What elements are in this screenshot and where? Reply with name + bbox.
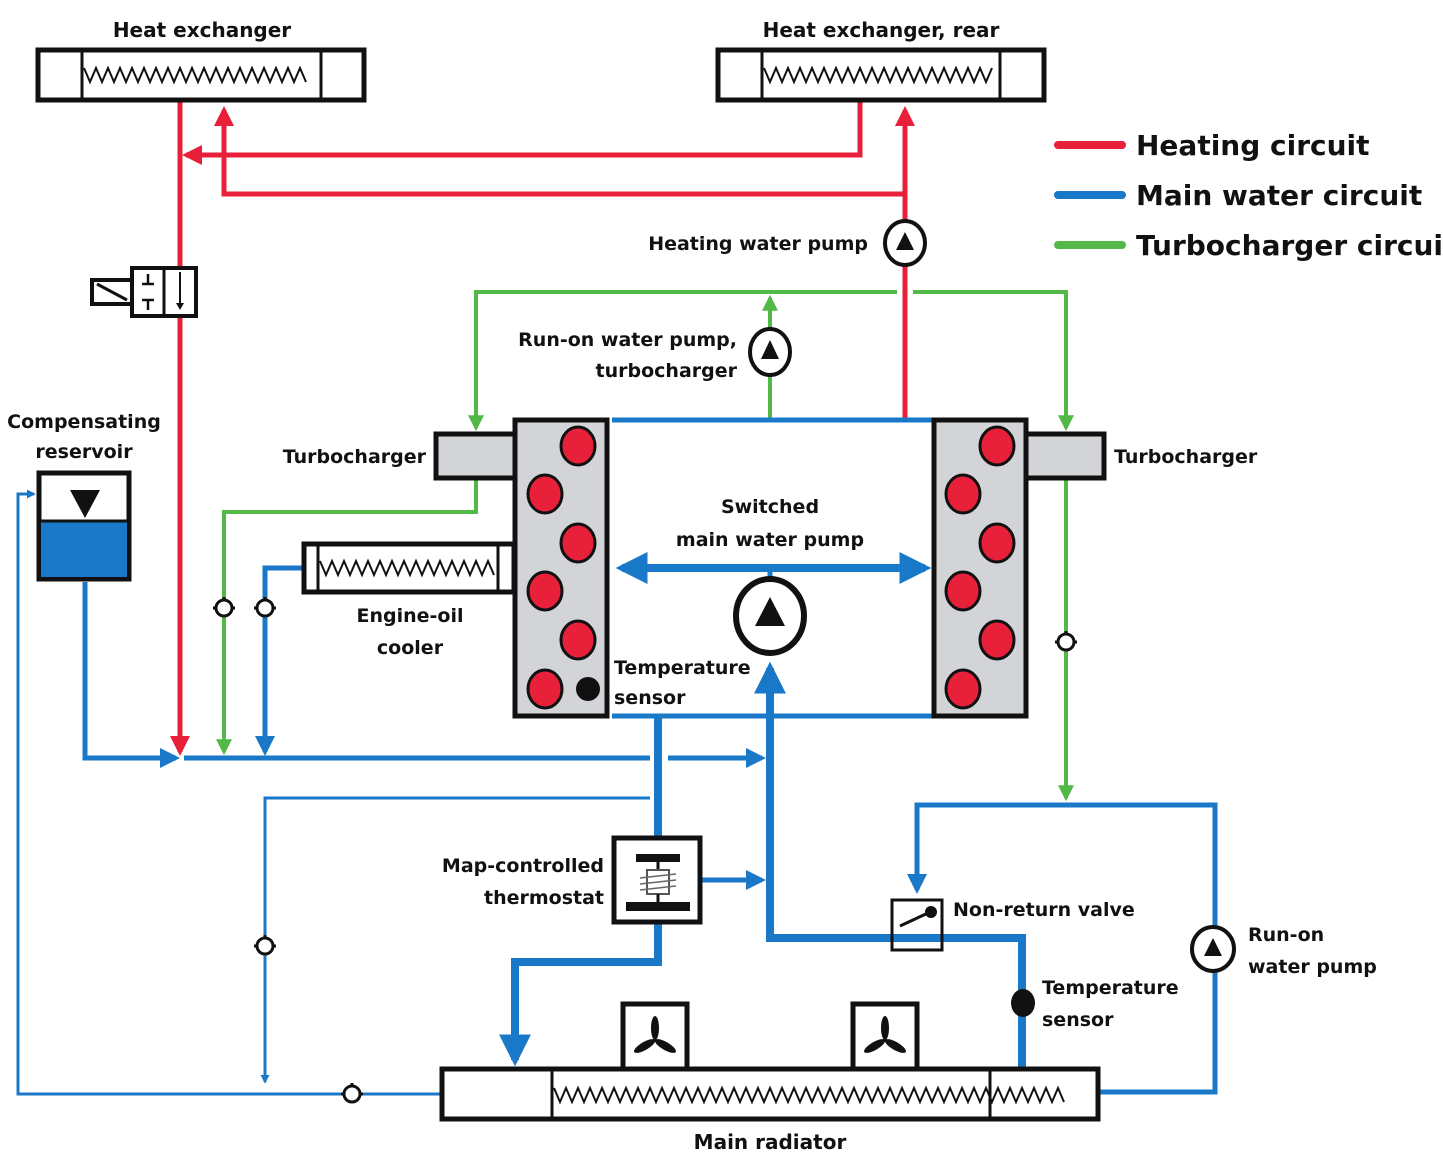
legend-item-main-water: Main water circuit	[1054, 179, 1422, 212]
heat-exchanger-label: Heat exchanger	[113, 18, 291, 42]
run-on-pump-turbo-icon	[748, 327, 792, 377]
run-on-water-pump-icon	[1190, 925, 1236, 973]
cylinder-bank-right	[931, 417, 1029, 719]
non-return-valve-label: Non-return valve	[953, 899, 1135, 921]
run-on-pump-turbo-label-2: turbocharger	[596, 360, 738, 382]
heating-water-pump-label: Heating water pump	[648, 233, 868, 255]
switched-pump-label-2: main water pump	[676, 529, 864, 551]
turbo-pipe-left-feed	[468, 290, 897, 432]
legend-label-main-water: Main water circuit	[1136, 179, 1422, 212]
heating-pipe-front-feed	[214, 106, 905, 197]
run-on-water-pump-label-2: water pump	[1248, 956, 1377, 978]
cylinder	[559, 522, 597, 564]
thermostat-label-2: thermostat	[484, 887, 604, 909]
vent-line-engine	[260, 796, 650, 1084]
cylinder	[978, 619, 1016, 661]
temperature-sensor-engine-icon	[576, 677, 600, 701]
cylinder	[978, 425, 1016, 467]
cylinder	[526, 473, 564, 515]
check-valve-icon	[213, 597, 235, 618]
turbo-pipe-right-feed	[913, 290, 1074, 432]
non-return-valve-icon	[890, 898, 944, 952]
heating-pipe-rear-return	[182, 102, 863, 165]
compensating-reservoir	[36, 470, 132, 582]
legend: Heating circuit Main water circuit Turbo…	[1054, 129, 1443, 262]
fluid-level-icon	[70, 490, 100, 518]
switched-pump-label-1: Switched	[721, 496, 819, 518]
run-on-water-pump-label-1: Run-on	[1248, 924, 1324, 946]
temperature-sensor-radiator-icon	[1011, 989, 1035, 1017]
main-radiator-label: Main radiator	[694, 1130, 847, 1154]
temperature-sensor-radiator-label-2: sensor	[1042, 1009, 1114, 1031]
check-valve-icon	[254, 935, 276, 956]
solenoid-valve-icon	[90, 266, 198, 318]
heat-exchanger: Heat exchanger	[35, 18, 367, 103]
engine-oil-cooler-label-1: Engine-oil	[357, 605, 464, 627]
cylinder	[526, 668, 564, 710]
reservoir-outlet-pipe	[82, 582, 180, 768]
turbo-pipe-left-return	[216, 478, 478, 756]
turbocharger-left	[433, 431, 519, 481]
cylinder	[944, 473, 982, 515]
cylinder	[944, 668, 982, 710]
cylinder	[944, 570, 982, 612]
legend-label-heating: Heating circuit	[1136, 129, 1370, 162]
temperature-sensor-radiator-label-1: Temperature	[1042, 977, 1179, 999]
main-radiator	[439, 1066, 1101, 1122]
compensating-reservoir-label-1: Compensating	[7, 411, 161, 433]
check-valve-icon	[1055, 631, 1077, 652]
fan-icon	[864, 1016, 906, 1053]
heating-water-pump-icon	[883, 219, 927, 267]
heat-exchanger-rear: Heat exchanger, rear	[715, 18, 1047, 103]
legend-label-turbocharger: Turbocharger circuit	[1136, 229, 1443, 262]
temperature-sensor-engine-label-2: sensor	[614, 687, 686, 709]
cylinder	[559, 425, 597, 467]
legend-item-heating: Heating circuit	[1054, 129, 1370, 162]
run-on-pump-turbo-label-1: Run-on water pump,	[518, 329, 737, 351]
thermostat-to-radiator	[499, 922, 662, 1067]
engine-oil-cooler-label-2: cooler	[377, 637, 444, 659]
check-valve-icon	[254, 597, 276, 618]
run-on-pump-loop	[907, 802, 1218, 1095]
legend-item-turbocharger: Turbocharger circuit	[1054, 229, 1443, 262]
compensating-reservoir-label-2: reservoir	[35, 441, 133, 463]
cylinder	[559, 619, 597, 661]
fan-icon	[634, 1016, 676, 1053]
check-valve-icon	[341, 1083, 363, 1104]
temperature-sensor-engine-label-1: Temperature	[614, 657, 751, 679]
heat-exchanger-rear-label: Heat exchanger, rear	[763, 18, 1000, 42]
map-controlled-thermostat	[611, 835, 703, 925]
cylinder-bank-left	[512, 417, 610, 719]
engine-oil-cooler	[301, 541, 517, 595]
cylinder	[526, 570, 564, 612]
turbocharger-left-label: Turbocharger	[283, 446, 427, 468]
switched-main-water-pump-icon	[733, 576, 807, 656]
vent-line-reservoir	[16, 489, 442, 1096]
radiator-fan-left	[620, 1001, 690, 1073]
oil-cooler-return-pipe	[255, 565, 304, 756]
radiator-fan-right	[850, 1001, 920, 1073]
turbocharger-right-label: Turbocharger	[1114, 446, 1258, 468]
thermostat-label-1: Map-controlled	[442, 855, 604, 877]
turbocharger-right	[1021, 431, 1107, 481]
main-water-circuit-pipes	[16, 417, 1218, 1096]
cylinder	[978, 522, 1016, 564]
